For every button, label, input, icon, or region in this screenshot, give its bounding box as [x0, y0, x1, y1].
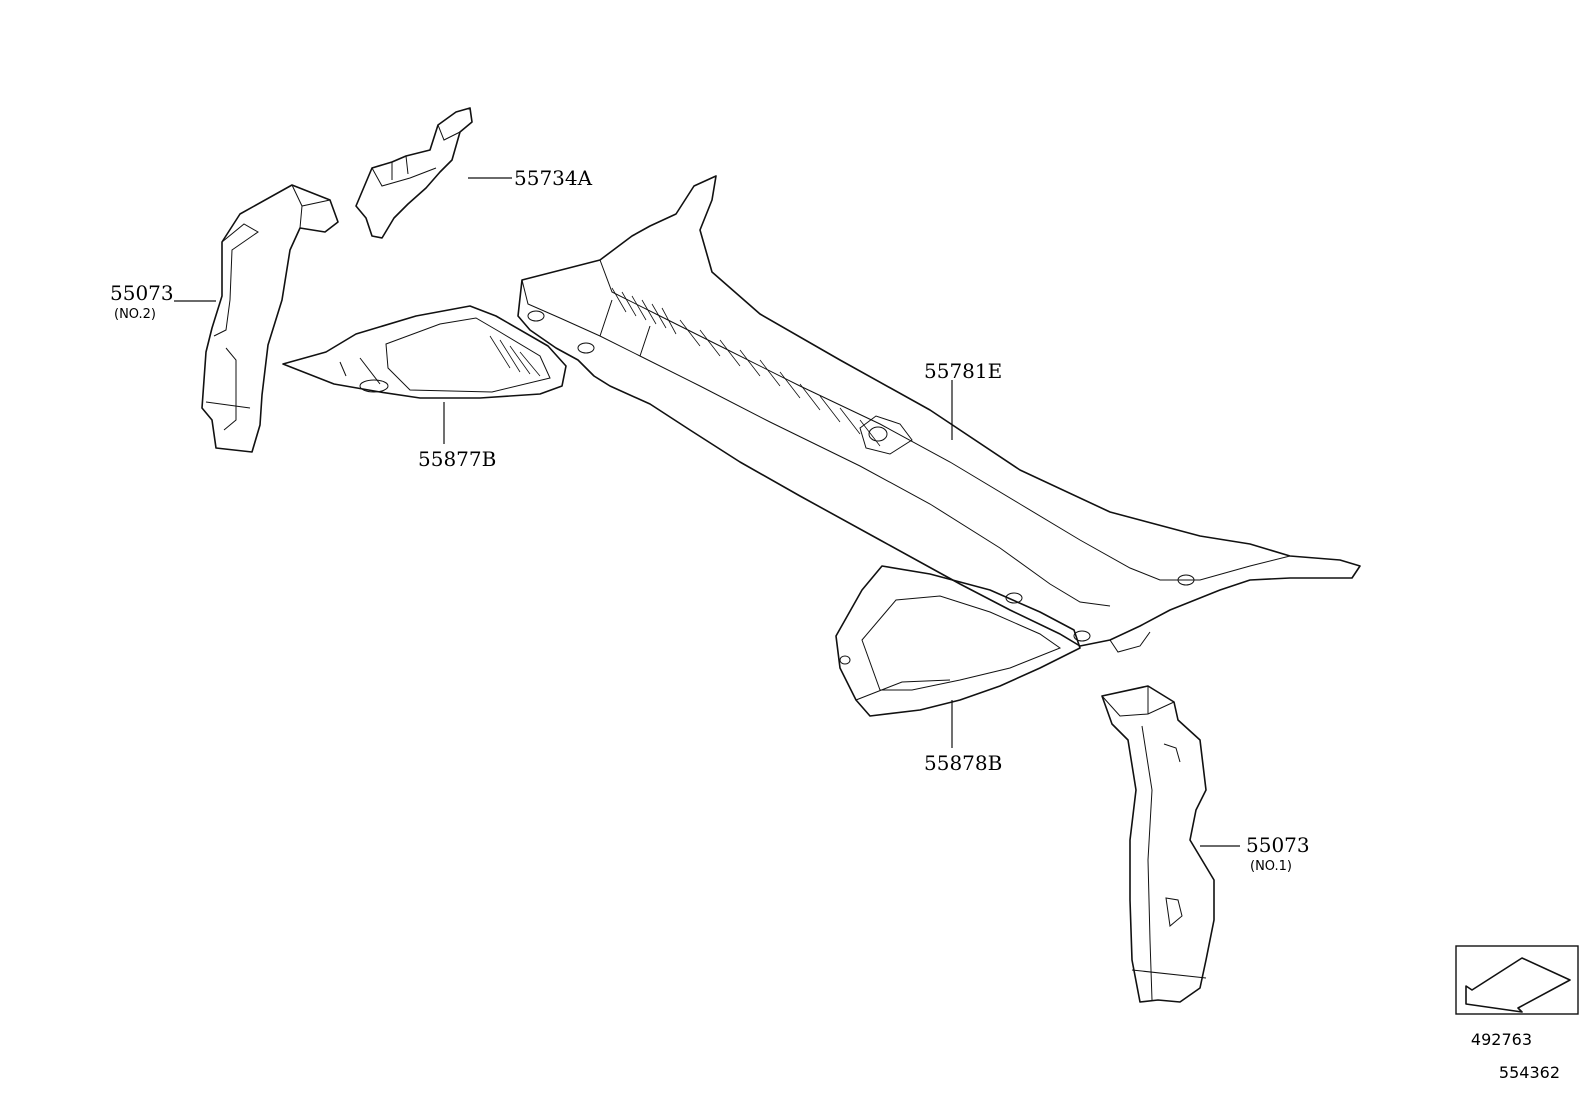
part-55734A[interactable] — [355, 107, 473, 239]
label-55878B: 55878B — [924, 751, 1002, 775]
part-55073-no1[interactable] — [1101, 685, 1215, 1003]
label-55073-no2-sub: (NO.2) — [114, 307, 156, 322]
label-55734A: 55734A — [514, 166, 593, 190]
page-code: 554362 — [1498, 1063, 1560, 1082]
part-55877B[interactable] — [282, 305, 567, 399]
label-55073-no1-sub: (NO.1) — [1250, 859, 1292, 874]
leader-lines — [174, 177, 1240, 847]
label-55877B: 55877B — [418, 447, 496, 471]
label-55073-no2: 55073 — [110, 281, 174, 305]
front-arrow-icon — [1465, 957, 1571, 1013]
part-55781E[interactable] — [517, 175, 1361, 653]
part-55878B[interactable] — [835, 565, 1081, 717]
illustration-code: 492763 — [1470, 1030, 1532, 1049]
label-55073-no1: 55073 — [1246, 833, 1310, 857]
label-55781E: 55781E — [924, 359, 1002, 383]
direction-arrow-box — [1455, 945, 1579, 1015]
part-55073-no2[interactable] — [201, 184, 339, 453]
